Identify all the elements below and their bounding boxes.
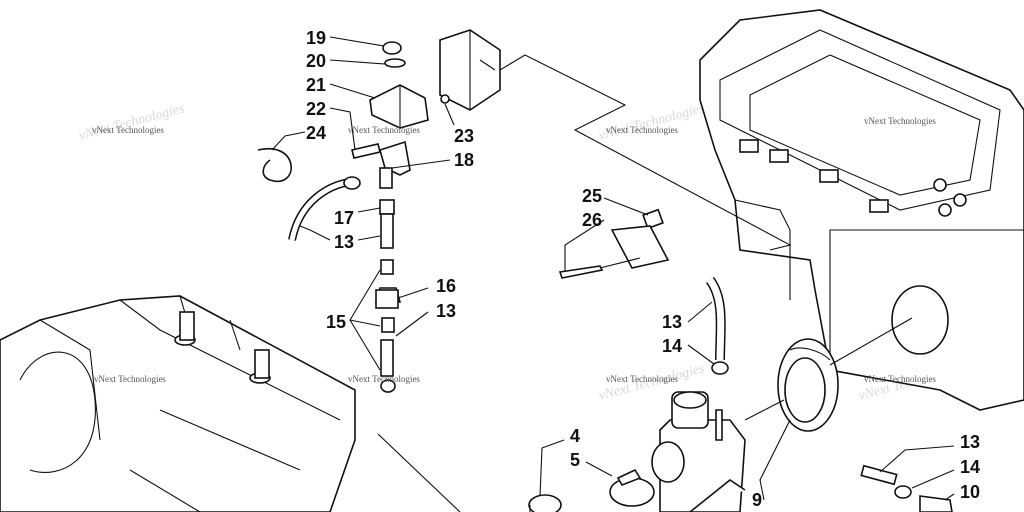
- callout-25: 25: [582, 186, 602, 206]
- watermark: vNext Technologies: [606, 374, 678, 384]
- watermark-ghost: vNext Technologies: [77, 101, 186, 144]
- callout-17: 17: [334, 208, 354, 228]
- callout-labels: 19 20 21 22 24 23 18 17 13 16 15 13 25 2…: [306, 28, 980, 510]
- callout-21: 21: [306, 75, 326, 95]
- carburetor: [651, 277, 746, 512]
- watermark: vNext Technologies: [864, 116, 936, 126]
- engine-block-left: [0, 295, 461, 512]
- callout-14: 14: [960, 457, 980, 477]
- callout-22: 22: [306, 99, 326, 119]
- callout-13: 13: [960, 432, 980, 452]
- watermark: vNext Technologies: [348, 374, 420, 384]
- callout-9: 9: [752, 490, 762, 510]
- airbox-right: [699, 9, 1024, 411]
- callout-20: 20: [306, 51, 326, 71]
- callout-14: 14: [662, 336, 682, 356]
- callout-13: 13: [334, 232, 354, 252]
- watermark: vNext Technologies: [606, 125, 678, 135]
- intake-boot: [528, 468, 655, 512]
- watermark: vNext Technologies: [94, 374, 166, 384]
- callout-26: 26: [582, 210, 602, 230]
- watermark: vNext Technologies: [864, 374, 936, 384]
- airbox-clips: [739, 139, 967, 217]
- callout-15: 15: [326, 312, 346, 332]
- callout-18: 18: [454, 150, 474, 170]
- fittings-right: [860, 464, 953, 512]
- callout-5: 5: [570, 450, 580, 470]
- callout-4: 4: [570, 426, 580, 446]
- callout-23: 23: [454, 126, 474, 146]
- bracket-pin: [558, 208, 670, 279]
- watermark: vNext Technologies: [348, 125, 420, 135]
- leader-lines: [271, 36, 955, 501]
- callout-13: 13: [436, 301, 456, 321]
- watermark-ghost: vNext Technologies: [597, 101, 706, 144]
- callout-13: 13: [662, 312, 682, 332]
- callout-10: 10: [960, 482, 980, 502]
- fuel-line-column: [374, 199, 402, 393]
- air-duct: [744, 317, 913, 432]
- callout-19: 19: [306, 28, 326, 48]
- callout-16: 16: [436, 276, 456, 296]
- mounting-bracket: [439, 29, 792, 251]
- watermark: vNext Technologies: [92, 125, 164, 135]
- watermarks: vNext Technologies vNext Technologies vN…: [92, 116, 936, 384]
- callout-24: 24: [306, 123, 326, 143]
